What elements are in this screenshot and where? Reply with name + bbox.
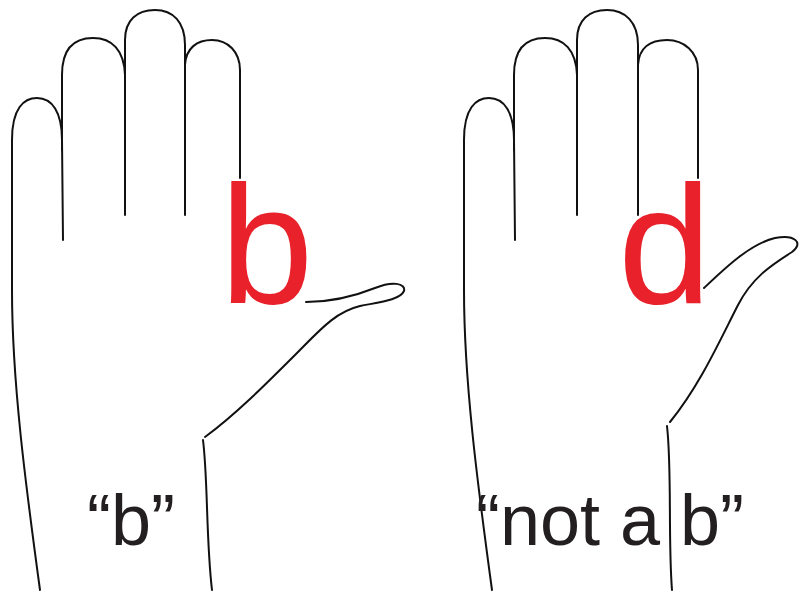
hand-outline: [12, 98, 63, 590]
hand-letter: d: [618, 161, 711, 329]
caption-label: “b”: [87, 484, 175, 556]
finger-outline: [514, 38, 577, 215]
wrist-line: [203, 440, 212, 590]
finger-outline: [62, 38, 125, 215]
finger-outline: [125, 10, 185, 215]
hand-letter: b: [220, 161, 313, 329]
label-slot: “b”: [0, 484, 262, 556]
label-slot: d: [618, 161, 711, 329]
caption-label: “not a b”: [476, 484, 744, 556]
label-slot: b: [220, 161, 313, 329]
label-slot: “not a b”: [420, 484, 800, 556]
finger-outline: [638, 40, 698, 178]
finger-outline: [185, 40, 240, 178]
